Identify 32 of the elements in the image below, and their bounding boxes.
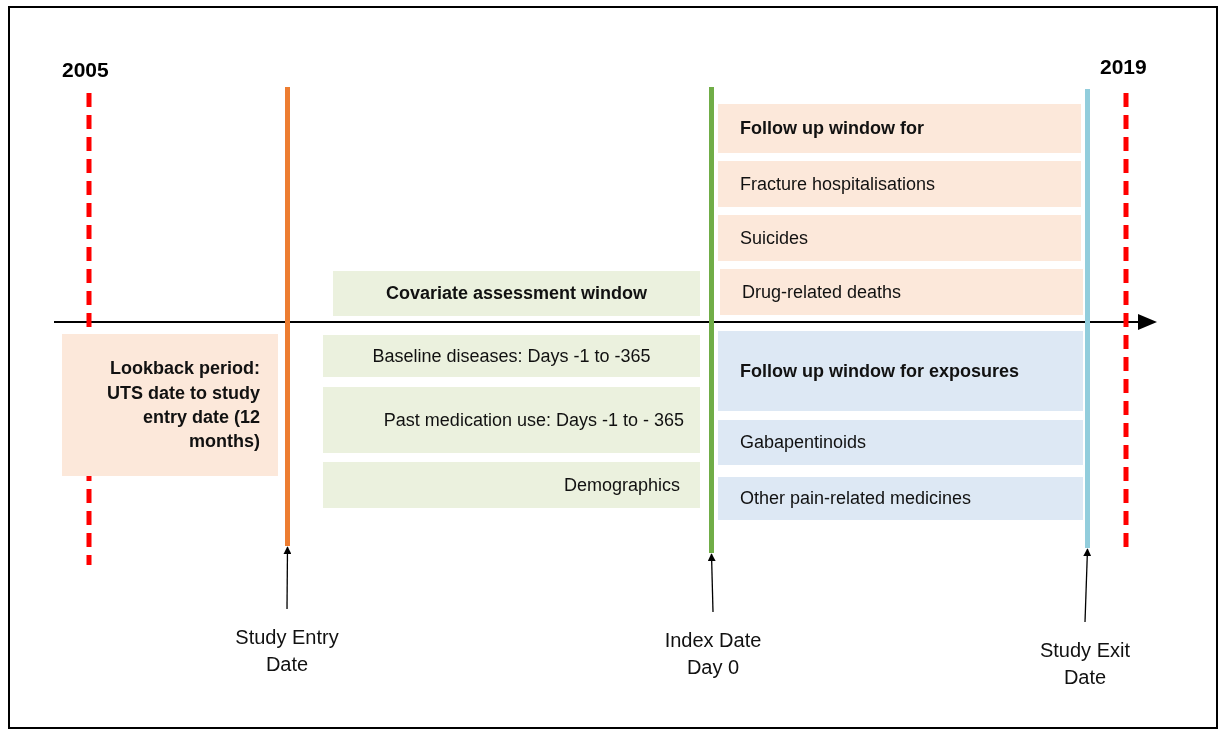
box-text: Demographics xyxy=(562,473,680,497)
arrow xyxy=(1083,548,1092,623)
box-text: Follow up window for xyxy=(740,117,925,141)
outcome-item-box xyxy=(720,269,1083,315)
year-label: 2019 xyxy=(1100,55,1147,79)
timepoint-label: Study Entry Date xyxy=(234,625,340,677)
box-text: Gabapentinoids xyxy=(740,431,868,455)
outcome-item-box xyxy=(718,161,1081,207)
covariate-item-box xyxy=(323,387,700,453)
box-text: Drug-related deaths xyxy=(742,280,903,304)
box-text: Covariate assessment window xyxy=(384,282,649,306)
box-text: Baseline diseases: Days -1 to -365 xyxy=(371,344,652,368)
box-text: Lookback period: UTS date to study entry date (12 months) xyxy=(106,357,260,454)
timepoint-label: Index Date Day 0 xyxy=(663,628,763,680)
box-text: Suicides xyxy=(740,226,810,250)
arrow xyxy=(283,546,292,610)
box-text: Past medication use: Days -1 to - 365 xyxy=(382,408,684,432)
year-label: 2005 xyxy=(62,58,109,82)
exposure-item-box xyxy=(718,420,1083,465)
outcome-window-box xyxy=(718,104,1081,153)
box-text: Follow up window for exposures xyxy=(740,359,1020,383)
exposure-window-box xyxy=(718,331,1083,411)
box-text: Other pain-related medicines xyxy=(740,487,973,511)
covariate-item-box xyxy=(323,335,700,377)
lookback-period-box xyxy=(62,334,278,476)
covariate-window-box xyxy=(333,271,700,316)
arrow xyxy=(707,553,716,613)
box-text: Fracture hospitalisations xyxy=(740,172,937,196)
outcome-item-box xyxy=(718,215,1081,261)
covariate-item-box xyxy=(323,462,700,508)
exposure-item-box xyxy=(718,477,1083,520)
timepoint-label: Study Exit Date xyxy=(1038,638,1131,690)
